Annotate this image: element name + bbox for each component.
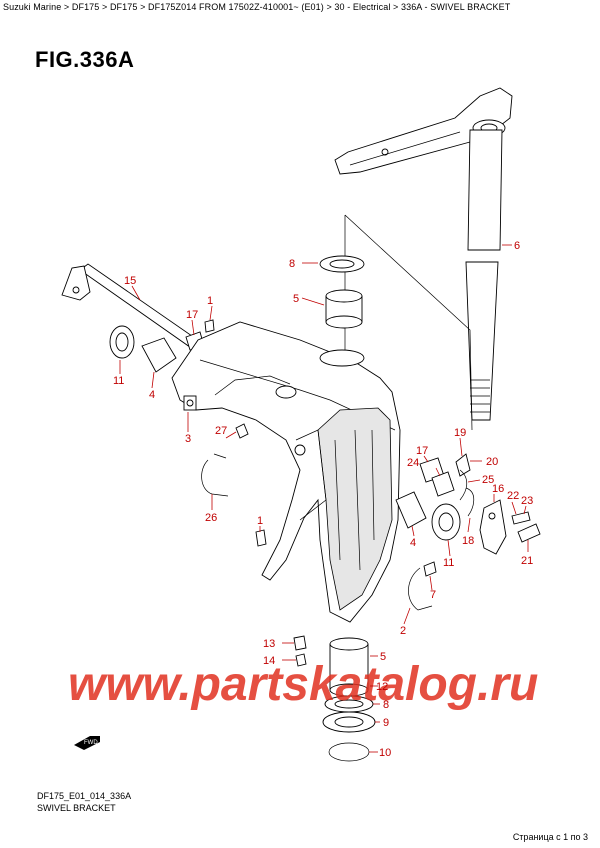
callout-1-lower: 1 (257, 515, 263, 527)
callout-26: 26 (205, 512, 217, 524)
callout-7: 7 (430, 589, 436, 601)
callout-11-left: 11 (113, 375, 124, 387)
callout-17-right: 17 (416, 445, 428, 457)
spring-25 (459, 469, 468, 501)
callout-9: 9 (383, 717, 389, 729)
callout-3: 3 (185, 433, 191, 445)
callout-15: 15 (124, 275, 136, 287)
callout-23: 23 (521, 495, 533, 507)
callout-10: 10 (379, 747, 391, 759)
callout-25: 25 (482, 474, 494, 486)
bolt-7 (423, 561, 437, 577)
lever-18 (465, 487, 475, 517)
callout-5-upper: 5 (293, 293, 299, 305)
snap-ring-10 (328, 742, 370, 762)
callout-27: 27 (215, 425, 227, 437)
grease-nipple-lower (255, 529, 267, 547)
callout-11-right: 11 (443, 557, 454, 569)
callout-8-upper: 8 (289, 258, 295, 270)
cap-13 (293, 635, 307, 651)
callout-21: 21 (521, 555, 533, 567)
switch-bracket-16 (479, 499, 507, 555)
bolt-27 (235, 423, 249, 439)
callout-20: 20 (486, 456, 498, 468)
grease-nipple-top (204, 319, 215, 333)
callout-18: 18 (462, 535, 474, 547)
callout-19: 19 (454, 427, 466, 439)
figure-title: FIG.336A (35, 47, 135, 72)
spring-24 (431, 471, 455, 497)
callout-8-lower: 8 (383, 699, 389, 711)
clip-19 (455, 453, 471, 477)
callout-2: 2 (400, 625, 406, 637)
callout-5-lower: 5 (380, 651, 386, 663)
callout-16: 16 (492, 483, 504, 495)
callout-17-left: 17 (186, 309, 198, 321)
callouts: 1 17 15 11 4 3 8 5 6 27 26 1 19 20 17 24… (113, 240, 533, 759)
upper-bush-5 (325, 289, 363, 329)
caption-name: SWIVEL BRACKET (37, 803, 116, 813)
breadcrumb: Suzuki Marine > DF175 > DF175 > DF175Z01… (3, 2, 511, 12)
steering-shaft (465, 129, 503, 421)
bush-left (141, 337, 177, 373)
fwd-arrow-icon: FWD (74, 736, 100, 750)
callout-14: 14 (263, 655, 275, 667)
swivel-bracket-body (171, 321, 401, 623)
clamp-2 (408, 567, 433, 611)
callout-12: 12 (376, 681, 388, 693)
page-indicator: Страница с 1 по 3 (512, 832, 588, 842)
switch-21 (517, 523, 541, 543)
clamp-26 (201, 459, 229, 497)
callout-1-top: 1 (207, 295, 213, 307)
callout-13: 13 (263, 638, 275, 650)
bolt-14 (295, 653, 307, 667)
callout-6: 6 (514, 240, 520, 252)
callout-4-left: 4 (149, 389, 155, 401)
callout-22: 22 (507, 490, 519, 502)
callout-24: 24 (407, 457, 419, 469)
lower-bush-5 (329, 637, 369, 697)
svg-text:FWD: FWD (84, 740, 98, 746)
callout-4-right: 4 (410, 537, 416, 549)
bush-right (395, 491, 427, 529)
watermark: www.partskatalog.ru (68, 658, 538, 711)
leader-lines (119, 244, 529, 753)
caption-code: DF175_E01_014_336A (37, 791, 132, 801)
screw-22 (511, 511, 531, 525)
